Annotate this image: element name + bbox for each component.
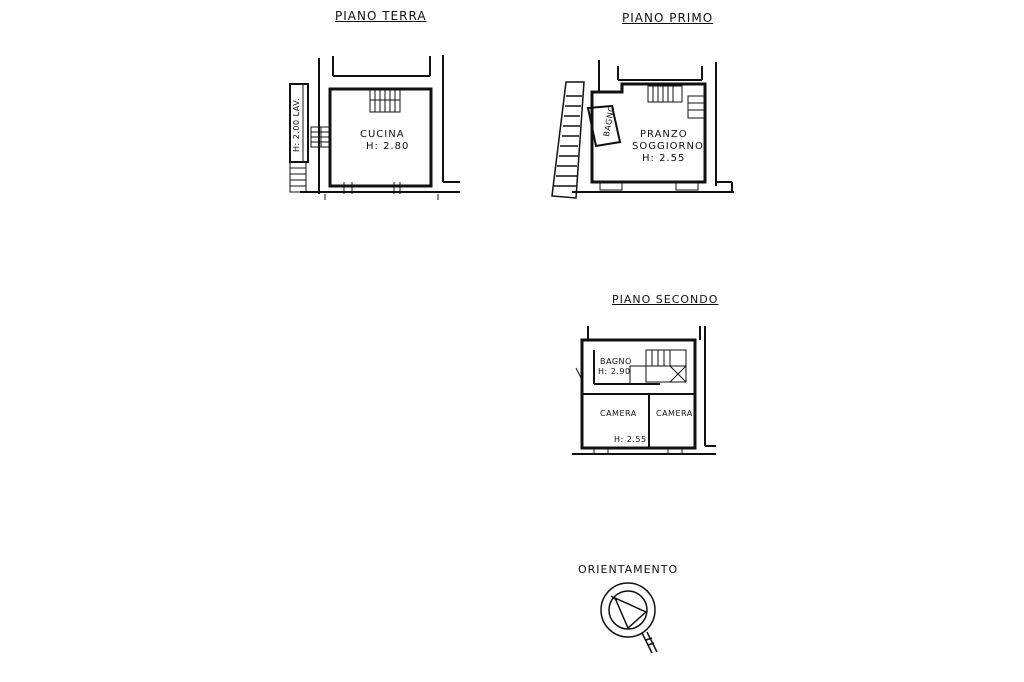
second-bath-height: H: 2.90 — [598, 367, 631, 376]
living-label: SOGGIORNO — [632, 141, 704, 152]
dining-label: PRANZO — [640, 129, 688, 140]
ground-floor-plan — [290, 55, 460, 200]
orientation-label: ORIENTAMENTO — [578, 563, 679, 576]
bedroom-right-label: CAMERA — [656, 409, 693, 418]
second-floor-title: PIANO SECONDO — [612, 293, 719, 306]
ground-floor-title: PIANO TERRA — [335, 9, 427, 23]
kitchen-label: CUCINA — [360, 129, 405, 140]
bedroom-height: H: 2.55 — [614, 435, 647, 444]
second-bath-label: BAGNO — [600, 357, 632, 366]
kitchen-height: H: 2.80 — [366, 141, 410, 152]
first-floor-plan — [552, 60, 734, 198]
laundry-side-label: H: 2.00 LAV. — [292, 97, 301, 152]
first-floor-title: PIANO PRIMO — [622, 11, 714, 25]
north-compass-symbol — [601, 583, 657, 653]
second-floor-plan — [572, 326, 716, 454]
living-height: H: 2.55 — [642, 153, 686, 164]
bedroom-left-label: CAMERA — [600, 409, 637, 418]
